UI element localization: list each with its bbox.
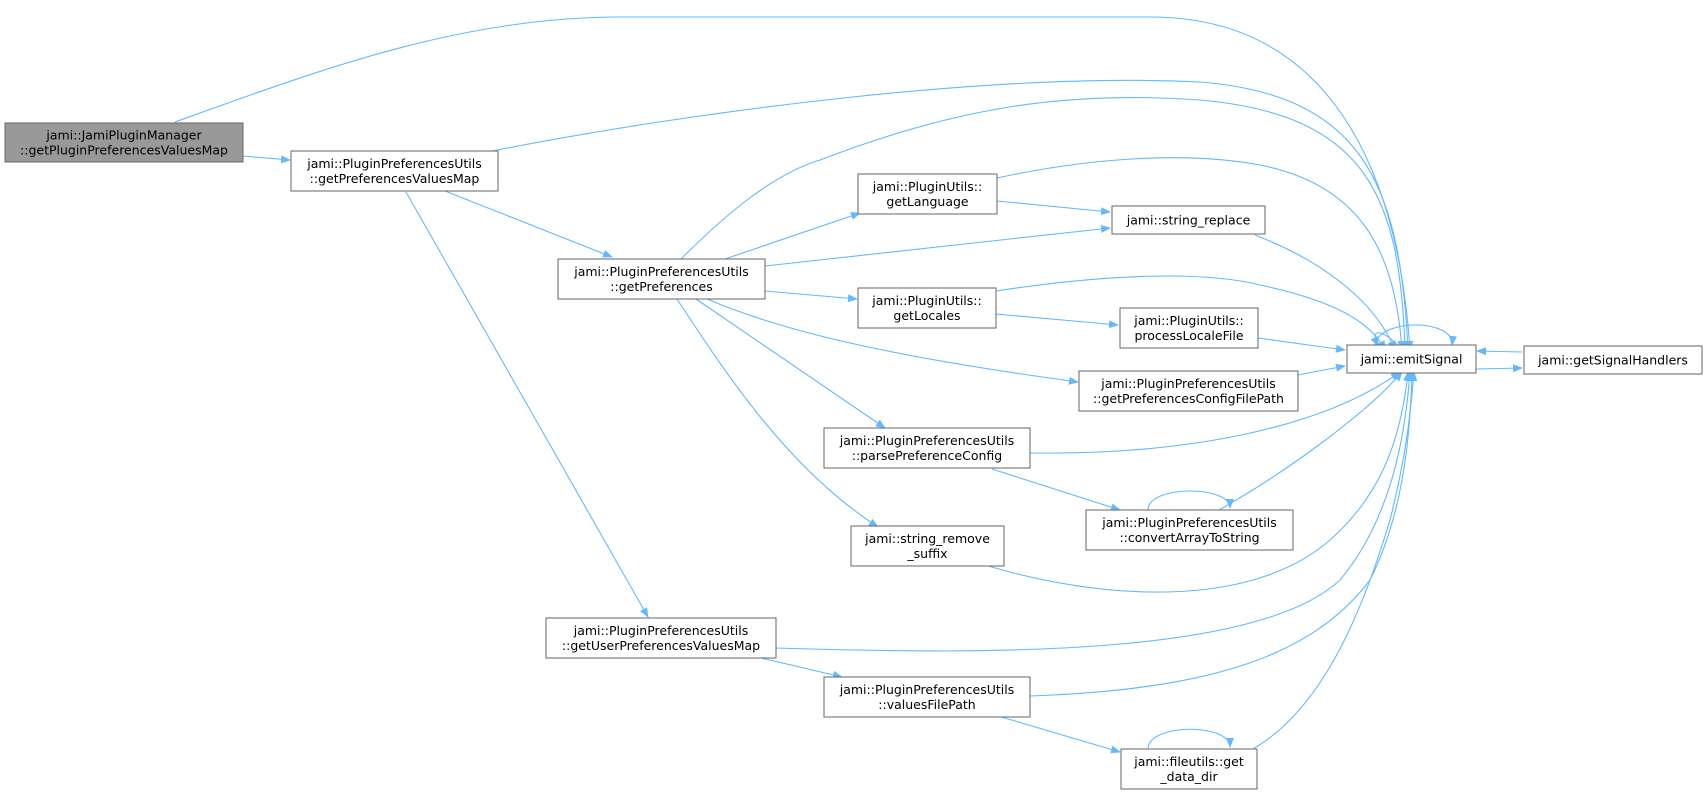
node-string-remove-suffix-box — [850, 525, 1005, 567]
node-valuesfilepath-label-line: jami::PluginPreferencesUtils — [839, 682, 1015, 697]
node-parsepreferenceconfig-box — [823, 427, 1031, 469]
edge-parsepreferenceconfig-to-emitsignal — [1029, 371, 1401, 454]
edge-convertarraytostring-self — [1147, 490, 1234, 511]
node-getpluginpreferencesvaluesmap-manager-label-line: jami::JamiPluginManager — [45, 128, 202, 143]
node-valuesfilepath[interactable]: jami::PluginPreferencesUtils::valuesFile… — [823, 676, 1031, 718]
graph-nodes: jami::JamiPluginManager::getPluginPrefer… — [4, 122, 1703, 790]
node-fileutils-get-data-dir-label-line: _data_dir — [1159, 769, 1218, 784]
edge-getsignalhandlers-to-emitsignal — [1476, 347, 1523, 356]
node-fileutils-get-data-dir-box — [1120, 748, 1258, 790]
edge-getpreferencesvaluesmap-to-emitsignal — [491, 79, 1412, 351]
node-valuesfilepath-box — [823, 676, 1031, 718]
edge-get-data-dir-self — [1147, 728, 1234, 750]
edge-getpreferencesvaluesmap-to-getpreferences — [444, 190, 613, 258]
node-processlocalefile[interactable]: jami::PluginUtils::processLocaleFile — [1119, 307, 1259, 349]
edge-emitsignal-to-getsignalhandlers — [1475, 364, 1523, 373]
node-convertarraytostring-label-line: ::convertArrayToString — [1119, 530, 1259, 545]
node-getpreferencesvaluesmap-box — [290, 150, 499, 192]
edge-getpreferences-to-string-remove-suffix — [676, 298, 879, 528]
node-convertarraytostring-box — [1085, 509, 1294, 551]
node-getpreferences-box — [557, 258, 766, 300]
edge-parsepreferenceconfig-to-convertarraytostring — [991, 468, 1121, 512]
node-getuserpreferencesvaluesmap[interactable]: jami::PluginPreferencesUtils::getUserPre… — [545, 617, 777, 659]
node-parsepreferenceconfig-label-line: jami::PluginPreferencesUtils — [839, 433, 1015, 448]
node-getpluginpreferencesvaluesmap-manager-box — [4, 122, 244, 163]
node-getpreferencesconfigfilepath-label-line: jami::PluginPreferencesUtils — [1100, 376, 1276, 391]
node-getlanguage-label-line: jami::PluginUtils:: — [872, 179, 982, 194]
node-convertarraytostring-label-line: jami::PluginPreferencesUtils — [1101, 515, 1277, 530]
edge-valuesfilepath-to-emitsignal — [1029, 371, 1416, 697]
node-processlocalefile-label-line: jami::PluginUtils:: — [1133, 313, 1243, 328]
node-emitsignal-box — [1346, 344, 1477, 374]
node-getpreferencesconfigfilepath[interactable]: jami::PluginPreferencesUtils::getPrefere… — [1078, 370, 1299, 412]
node-parsepreferenceconfig-label-line: ::parsePreferenceConfig — [852, 448, 1002, 463]
node-convertarraytostring[interactable]: jami::PluginPreferencesUtils::convertArr… — [1085, 509, 1294, 551]
edge-getlanguage-to-string-replace — [996, 200, 1111, 216]
edge-getpreferences-to-getlanguage — [724, 212, 861, 260]
edge-getpreferencesvaluesmap-to-getuserpreferencesvaluesmap — [405, 191, 649, 618]
node-getlanguage[interactable]: jami::PluginUtils::getLanguage — [857, 173, 998, 215]
node-string-replace[interactable]: jami::string_replace — [1111, 205, 1266, 235]
edge-string-remove-suffix-to-emitsignal — [984, 371, 1412, 593]
node-getuserpreferencesvaluesmap-label-line: ::getUserPreferencesValuesMap — [562, 638, 760, 653]
node-getpreferencesconfigfilepath-label-line: ::getPreferencesConfigFilePath — [1093, 391, 1284, 406]
node-getuserpreferencesvaluesmap-label-line: jami::PluginPreferencesUtils — [573, 623, 749, 638]
node-getpreferencesconfigfilepath-box — [1078, 370, 1299, 412]
node-processlocalefile-label-line: processLocaleFile — [1134, 328, 1243, 343]
edge-root-to-getpreferencesvaluesmap — [242, 155, 291, 164]
edge-getlocales-to-emitsignal — [995, 275, 1386, 351]
node-getpreferencesvaluesmap-label-line: jami::PluginPreferencesUtils — [306, 156, 482, 171]
node-getpluginpreferencesvaluesmap-manager-label-line: ::getPluginPreferencesValuesMap — [20, 143, 228, 158]
node-processlocalefile-box — [1119, 307, 1259, 349]
node-string-remove-suffix-label-line: _suffix — [906, 546, 947, 561]
node-emitsignal-label-line: jami::emitSignal — [1360, 352, 1463, 367]
edge-convertarraytostring-to-emitsignal — [1218, 371, 1403, 511]
edge-getpreferences-to-getlocales — [764, 290, 858, 303]
edge-getpreferences-to-emitsignal — [680, 96, 1409, 351]
edge-getpreferences-to-string-replace — [764, 225, 1111, 267]
edge-valuesfilepath-to-get-data-dir — [997, 715, 1121, 754]
node-getlocales[interactable]: jami::PluginUtils::getLocales — [857, 287, 997, 329]
node-getlocales-label-line: getLocales — [893, 308, 960, 323]
node-string-remove-suffix-label-line: jami::string_remove — [864, 531, 990, 546]
node-getsignalhandlers[interactable]: jami::getSignalHandlers — [1523, 345, 1703, 375]
edge-emitsignal-self-inner — [1370, 332, 1401, 348]
edge-get-data-dir-to-emitsignal — [1252, 371, 1418, 750]
node-getsignalhandlers-box — [1523, 345, 1703, 375]
node-emitsignal[interactable]: jami::emitSignal — [1346, 344, 1477, 374]
edge-getpreferences-to-parsepreferenceconfig — [695, 298, 886, 429]
node-getpreferencesvaluesmap-label-line: ::getPreferencesValuesMap — [310, 171, 480, 186]
edge-getlocales-to-processlocalefile — [995, 313, 1119, 329]
node-getpluginpreferencesvaluesmap-manager[interactable]: jami::JamiPluginManager::getPluginPrefer… — [4, 122, 244, 163]
graph-edges — [174, 16, 1523, 754]
edge-string-replace-to-emitsignal — [1254, 234, 1396, 351]
node-getpreferences-label-line: ::getPreferences — [610, 279, 712, 294]
node-getlanguage-label-line: getLanguage — [886, 194, 969, 209]
edge-getuserpreferencesvaluesmap-to-emitsignal — [775, 371, 1414, 652]
edge-getpreferencesconfigfilepath-to-emitsignal — [1297, 363, 1346, 376]
node-string-replace-label-line: jami::string_replace — [1126, 213, 1251, 228]
edge-getlanguage-to-emitsignal — [996, 157, 1406, 351]
node-string-remove-suffix[interactable]: jami::string_remove_suffix — [850, 525, 1005, 567]
node-getpreferencesvaluesmap[interactable]: jami::PluginPreferencesUtils::getPrefere… — [290, 150, 499, 192]
edge-getpreferences-to-getpreferencesconfigfilepath — [706, 298, 1079, 385]
node-fileutils-get-data-dir[interactable]: jami::fileutils::get_data_dir — [1120, 748, 1258, 790]
node-getpreferences[interactable]: jami::PluginPreferencesUtils::getPrefere… — [557, 258, 766, 300]
node-getuserpreferencesvaluesmap-box — [545, 617, 777, 659]
node-fileutils-get-data-dir-label-line: jami::fileutils::get — [1133, 754, 1244, 769]
node-parsepreferenceconfig[interactable]: jami::PluginPreferencesUtils::parsePrefe… — [823, 427, 1031, 469]
node-getpreferences-label-line: jami::PluginPreferencesUtils — [573, 264, 749, 279]
node-getlocales-label-line: jami::PluginUtils:: — [871, 293, 981, 308]
node-valuesfilepath-label-line: ::valuesFilePath — [878, 697, 975, 712]
node-getlocales-box — [857, 287, 997, 329]
edge-processlocalefile-to-emitsignal — [1257, 337, 1346, 353]
edge-getuserpreferencesvaluesmap-to-valuesfilepath — [756, 656, 843, 679]
node-getlanguage-box — [857, 173, 998, 215]
node-string-replace-box — [1111, 205, 1266, 235]
node-getsignalhandlers-label-line: jami::getSignalHandlers — [1537, 353, 1688, 368]
